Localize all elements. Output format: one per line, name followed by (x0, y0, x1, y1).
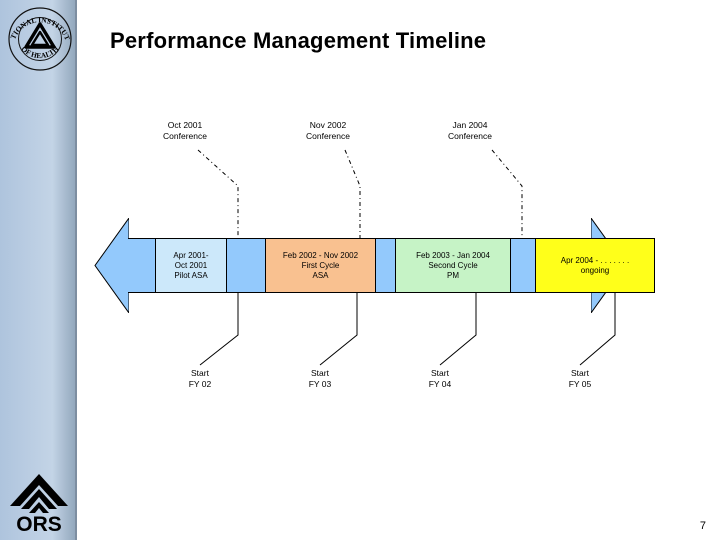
ors-logo: ORS (6, 468, 72, 536)
conference-label-3: Jan 2004 Conference (425, 120, 515, 142)
timeline-segment-4[interactable]: Apr 2004 - . . . . . . . ongoing (535, 238, 655, 293)
conference-label-3-date: Jan 2004 (452, 120, 488, 130)
segment-2-line2: First Cycle (301, 260, 340, 270)
svg-text:OF HEALTH: OF HEALTH (20, 44, 61, 60)
conference-label-3-title: Conference (448, 131, 492, 141)
fiscal-year-label-2-line2: FY 03 (308, 379, 332, 389)
timeline-segment-3[interactable]: Feb 2003 - Jan 2004 Second Cycle PM (395, 238, 511, 293)
left-sidebar-band (0, 0, 77, 540)
timeline-arrow-left (93, 216, 130, 315)
segment-3-line2: Second Cycle (428, 260, 478, 270)
segment-1-line2: Oct 2001 (174, 260, 208, 270)
segment-2-line3: ASA (312, 270, 329, 280)
nih-logo: NATIONAL INSTITUTES OF HEALTH (1, 0, 76, 76)
conference-label-1: Oct 2001 Conference (140, 120, 230, 142)
fiscal-year-label-3-line1: Start (431, 368, 449, 378)
segment-3-line1: Feb 2003 - Jan 2004 (416, 250, 490, 260)
fiscal-year-label-1-line2: FY 02 (188, 379, 212, 389)
fiscal-year-label-2-line1: Start (311, 368, 329, 378)
fiscal-year-label-1-line1: Start (191, 368, 209, 378)
timeline-segment-2[interactable]: Feb 2002 - Nov 2002 First Cycle ASA (265, 238, 376, 293)
fiscal-year-label-3-line2: FY 04 (428, 379, 452, 389)
segment-3-line3: PM (447, 270, 459, 280)
timeline-segment-1[interactable]: Apr 2001- Oct 2001 Pilot ASA (155, 238, 227, 293)
fiscal-year-label-4: Start FY 05 (535, 368, 625, 390)
conference-label-2-date: Nov 2002 (309, 120, 347, 130)
page-title: Performance Management Timeline (110, 28, 487, 53)
fiscal-year-label-4-line1: Start (571, 368, 589, 378)
segment-2-line1: Feb 2002 - Nov 2002 (282, 250, 359, 260)
fiscal-year-label-4-line2: FY 05 (568, 379, 592, 389)
conference-label-1-title: Conference (163, 131, 207, 141)
fiscal-year-label-1: Start FY 02 (155, 368, 245, 390)
conference-label-2: Nov 2002 Conference (283, 120, 373, 142)
conference-label-2-title: Conference (306, 131, 350, 141)
segment-4-line2: ongoing (580, 265, 610, 275)
fiscal-year-label-3: Start FY 04 (395, 368, 485, 390)
conference-label-1-date: Oct 2001 (167, 120, 203, 130)
page-number: 7 (699, 520, 706, 532)
segment-4-line1: Apr 2004 - . . . . . . . (560, 255, 630, 265)
segment-1-line3: Pilot ASA (174, 270, 208, 280)
svg-text:ORS: ORS (16, 513, 62, 534)
fiscal-year-label-2: Start FY 03 (275, 368, 365, 390)
segment-1-line1: Apr 2001- (173, 250, 209, 260)
